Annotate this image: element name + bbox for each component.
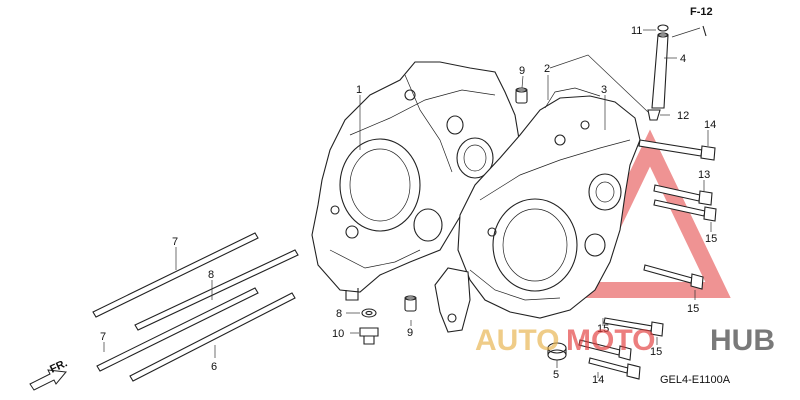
bolt-15-c bbox=[603, 317, 664, 337]
watermark-text: AUTO MOTO HUB bbox=[475, 324, 775, 357]
ref-code: F-12 bbox=[690, 6, 713, 18]
label-15-a: 15 bbox=[705, 233, 717, 245]
drawing-code: GEL4-E1100A bbox=[660, 374, 731, 386]
dowel-pin-lower bbox=[404, 295, 417, 312]
watermark-hub: HUB bbox=[710, 324, 775, 357]
right-crankcase-half bbox=[434, 87, 641, 333]
bolt-15-a bbox=[653, 199, 717, 222]
stud-8-upper bbox=[134, 249, 299, 331]
label-1: 1 bbox=[356, 84, 362, 96]
watermark-auto: AUTO bbox=[475, 324, 559, 357]
watermark-moto: MOTO bbox=[566, 324, 655, 357]
breather-joint bbox=[647, 109, 661, 121]
part-labels: F-12 1 2 3 4 11 12 9 14 13 15 15 15 15 7… bbox=[100, 6, 731, 386]
label-15-b: 15 bbox=[687, 303, 699, 315]
label-15-c: 15 bbox=[597, 323, 609, 335]
direction-label: FR. bbox=[48, 357, 69, 375]
label-12: 12 bbox=[677, 110, 689, 122]
bolt-15-b bbox=[643, 264, 704, 290]
stud-7-upper bbox=[92, 232, 259, 318]
tube-clip bbox=[657, 24, 669, 32]
stud-6 bbox=[129, 292, 296, 382]
label-5: 5 bbox=[553, 369, 559, 381]
sealing-washer bbox=[361, 308, 377, 318]
label-15-d: 15 bbox=[650, 346, 662, 358]
label-2: 2 bbox=[544, 63, 550, 75]
label-3: 3 bbox=[601, 84, 607, 96]
bolt-14-lower bbox=[588, 357, 641, 380]
bolt-15-d bbox=[578, 339, 632, 361]
bolts-right bbox=[578, 139, 717, 380]
stud-bolts bbox=[92, 232, 299, 382]
left-crankcase-half bbox=[311, 61, 521, 301]
breather-tube bbox=[651, 32, 669, 109]
dowel-pin-upper bbox=[515, 87, 528, 104]
label-14-lower: 14 bbox=[592, 374, 604, 386]
bolt-13 bbox=[653, 184, 713, 206]
drain-plug bbox=[359, 327, 379, 345]
label-6: 6 bbox=[211, 361, 217, 373]
label-7-lower: 7 bbox=[100, 331, 106, 343]
label-8-lower: 8 bbox=[336, 308, 342, 320]
leader-lines bbox=[103, 29, 712, 378]
label-13: 13 bbox=[698, 169, 710, 181]
label-14-upper: 14 bbox=[704, 119, 716, 131]
label-11: 11 bbox=[631, 25, 642, 37]
label-9-upper: 9 bbox=[519, 65, 525, 77]
label-7-upper: 7 bbox=[172, 236, 178, 248]
stud-7-lower bbox=[96, 287, 259, 372]
label-10: 10 bbox=[332, 328, 344, 340]
front-direction-arrow: FR. bbox=[29, 357, 69, 391]
label-8-upper: 8 bbox=[208, 269, 214, 281]
label-9-lower: 9 bbox=[407, 327, 413, 339]
bolt-14-upper bbox=[638, 139, 716, 161]
label-4: 4 bbox=[680, 53, 686, 65]
